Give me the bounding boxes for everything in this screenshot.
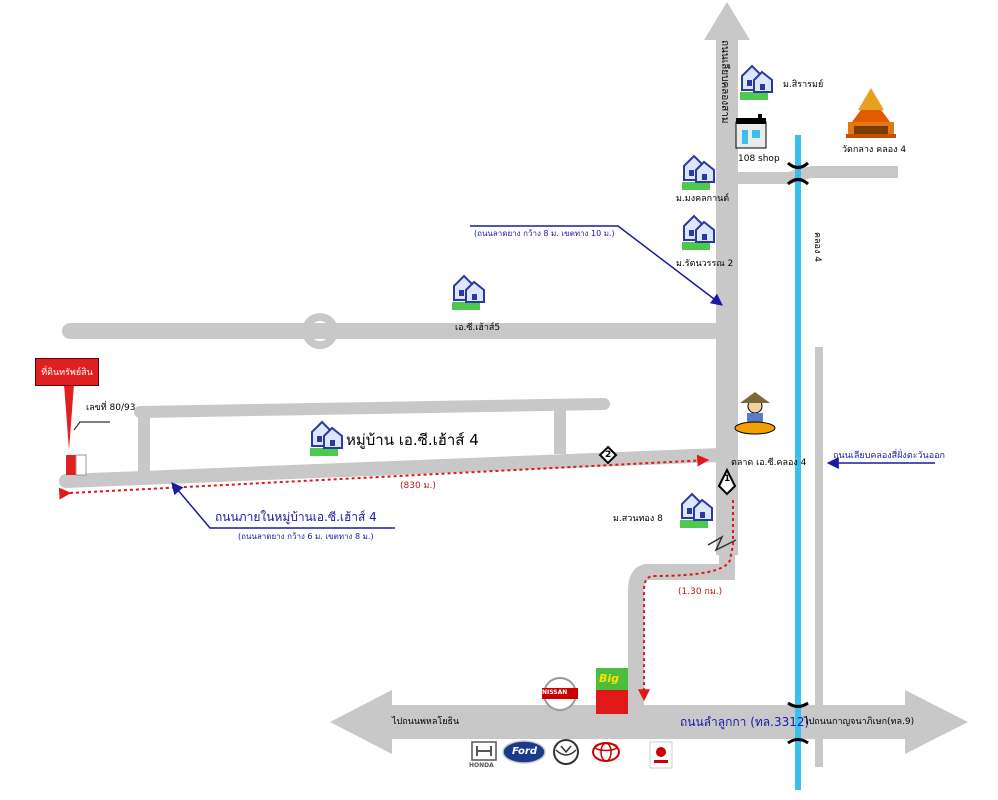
shop-icon [735,114,767,149]
to-east-label: ไปถนนกาญจนาภิเษก(ทล.9) [804,717,915,727]
pointer-arrow-village-road [171,482,395,529]
south-main-road-label: ถนนลำลูกกา (ทล.3312) [680,715,810,729]
route-line [58,454,734,702]
property-label: ที่ดินทรัพย์สิน [35,358,99,386]
ford-text: Ford [512,746,538,757]
house-icon-village [309,421,343,457]
marker-1-label: 1 [724,474,731,484]
ford-logo [502,740,546,764]
main-north-road [704,2,750,555]
village-road-label: ถนนภายในหมู่บ้านเอ.ซี.เฮ้าส์ 4 [215,510,377,524]
mazda-logo [553,739,579,765]
ac5-road [62,313,722,349]
main-north-road-label: ถนนเลียบคลองสาม [719,40,730,124]
village-ac5-label: เอ.ซี.เฮ้าส์5 [455,323,501,333]
big-c-logo [596,668,628,714]
house-icon-suanthong [679,493,713,529]
nissan-text: NISSAN [542,689,568,696]
mongkol-label: ม.มงคลกานต์ [676,194,730,204]
honda-text: HONDA [469,762,494,769]
bridge-south [787,701,809,745]
marker-1-shape [717,467,737,496]
to-west-label: ไปถนนพหลโยธิน [392,717,460,727]
nissan-logo [542,677,578,711]
honda-logo [471,741,497,761]
temple-branch-road [735,166,898,184]
distance-830m: (830 ม.) [400,481,436,491]
distance-1-30km: (1.30 กม.) [678,587,723,597]
toyota-logo [592,742,620,762]
house-icon-ac5 [451,275,485,311]
suanthong-label: ม.สวนทอง 8 [613,514,663,524]
main-north-road-spec: (ถนนลาดยาง กว้าง 8 ม. เขตทาง 10 ม.) [474,229,615,238]
market-label: ตลาด เอ.ซี.คลอง 4 [731,458,807,468]
house-icon-rattana [681,215,715,251]
big-text: Big [599,672,620,685]
marker-2-shape [598,445,618,465]
temple-icon [846,88,896,138]
market-icon [734,392,776,435]
east-canal-road [815,347,823,767]
canal-4 [795,135,801,790]
village-main-label: หมู่บ้าน เอ.ซี.เฮ้าส์ 4 [346,431,479,449]
rattana-label: ม.รัตนวรรณ 2 [676,259,734,269]
canal-label: คลอง 4 [812,232,822,262]
village-road-spec: (ถนนลาดยาง กว้าง 6 ม. เขตทาง 8 ม.) [238,532,374,541]
plot-number: เลขที่ 80/93 [86,403,136,413]
bridge-north [786,161,810,186]
siram-label: ม.สิรารมย์ [783,80,824,90]
marker-2-label: 2 [605,450,612,460]
road-break-symbol [707,535,737,552]
pointer-arrow-north-road [470,225,723,306]
temple-label: วัดกลาง คลอง 4 [842,145,907,155]
isuzu-logo [649,741,673,769]
house-icon-siram [739,65,773,101]
shop108-label: 108 shop [738,154,780,164]
east-canal-road-label: ถนนเลียบคลองสี่ฝั่งตะวันออก [833,451,945,461]
house-icon-mongkol [681,155,715,191]
south-connector-road [628,555,735,720]
south-main-road [330,690,968,754]
property-marker [64,384,110,476]
